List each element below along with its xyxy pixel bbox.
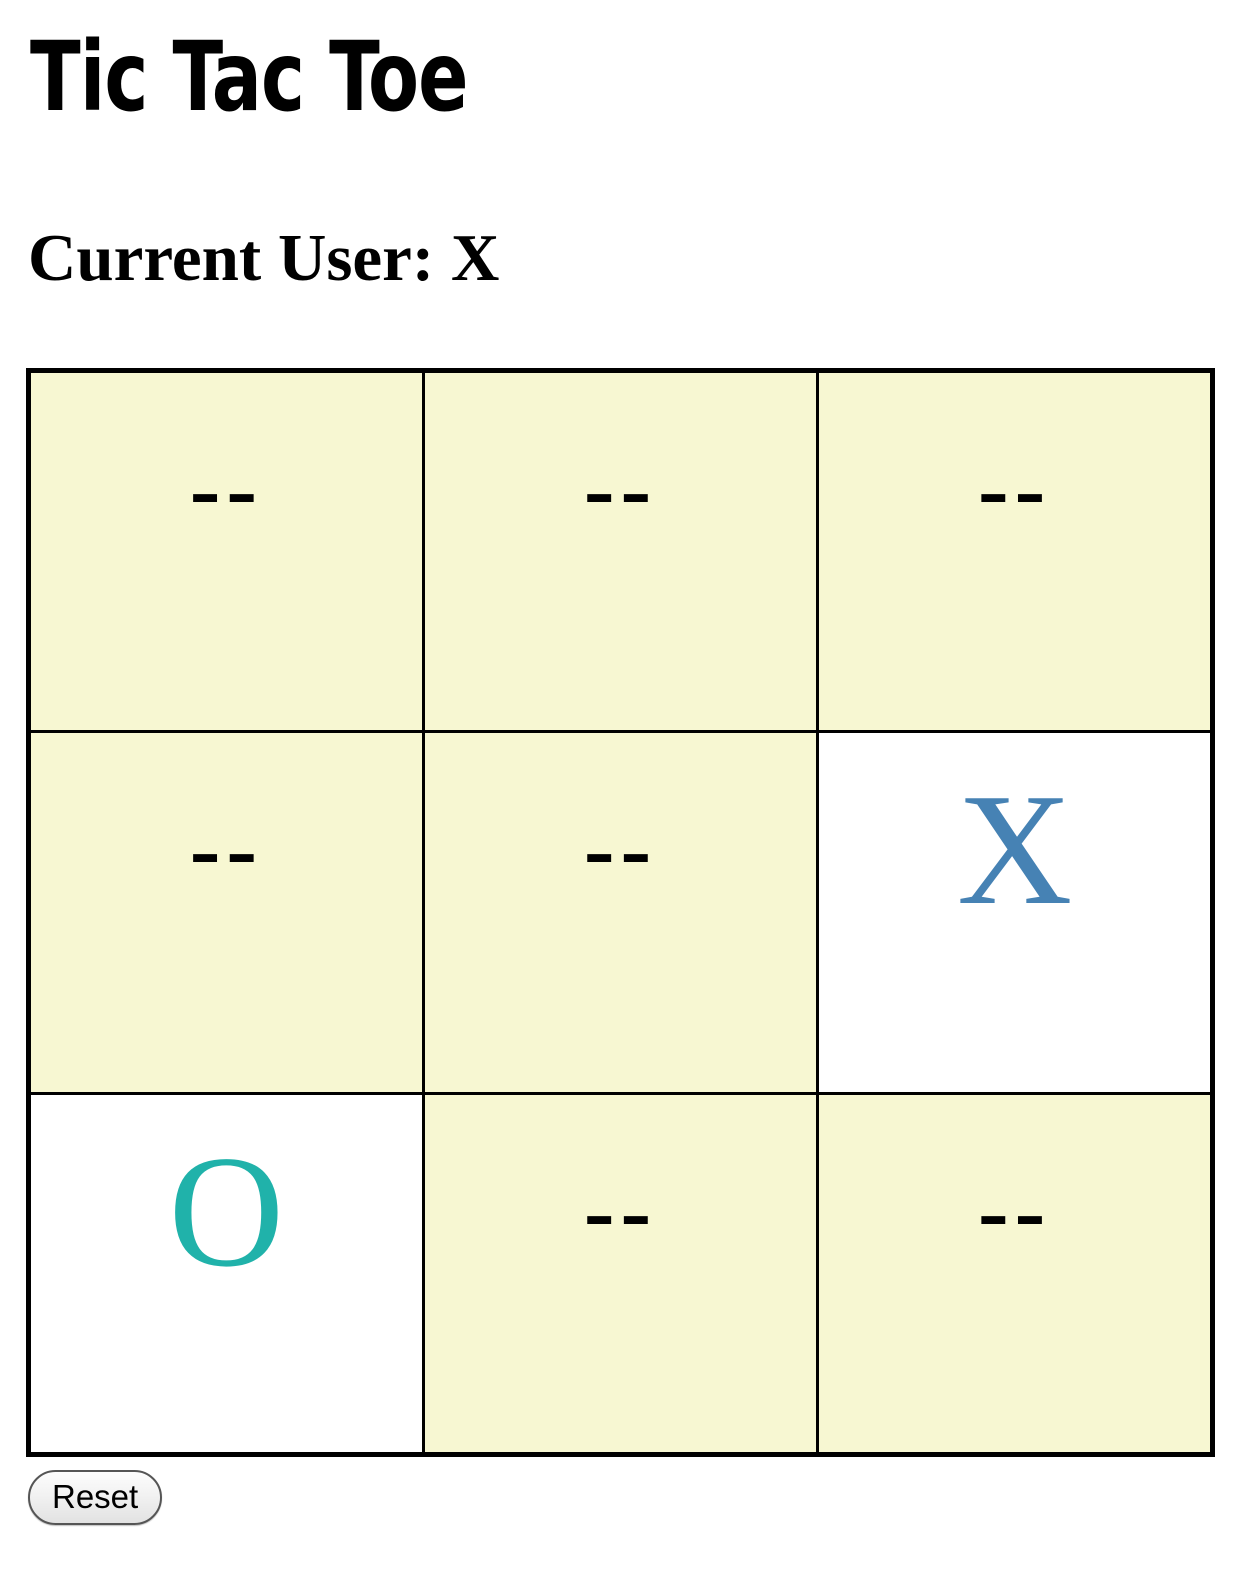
board-row: -- -- X — [27, 730, 1214, 1095]
board-cell-r1c1[interactable]: -- — [421, 730, 820, 1095]
cell-value-r2c1: -- — [583, 1159, 658, 1262]
board-cell-r0c2[interactable]: -- — [816, 368, 1214, 734]
cell-value-r2c0: O — [168, 1121, 285, 1300]
board-cell-r0c1[interactable]: -- — [421, 368, 820, 734]
reset-button[interactable]: Reset — [28, 1470, 163, 1525]
board-row: -- -- -- — [27, 368, 1214, 734]
cell-value-r1c1: -- — [583, 798, 658, 901]
cell-value-r1c0: -- — [189, 798, 263, 901]
current-user-status: Current User: X — [28, 221, 500, 295]
board-cell-r2c0[interactable]: O — [27, 1091, 425, 1457]
board-cell-r0c0[interactable]: -- — [27, 368, 425, 734]
board-cell-r1c2[interactable]: X — [816, 730, 1214, 1095]
cell-value-r2c2: -- — [978, 1159, 1052, 1262]
cell-value-r0c1: -- — [583, 438, 658, 540]
board-cell-r2c1[interactable]: -- — [421, 1091, 820, 1457]
board-row: O -- -- — [27, 1091, 1214, 1457]
game-board: -- -- -- -- -- X — [26, 368, 1215, 1457]
cell-value-r0c0: -- — [189, 438, 263, 540]
board-cell-r2c2[interactable]: -- — [816, 1091, 1214, 1457]
cell-value-r1c2: X — [956, 760, 1073, 939]
board-cell-r1c0[interactable]: -- — [27, 730, 425, 1095]
page-title: Tic Tac Toe — [30, 21, 469, 133]
cell-value-r0c2: -- — [978, 438, 1052, 540]
